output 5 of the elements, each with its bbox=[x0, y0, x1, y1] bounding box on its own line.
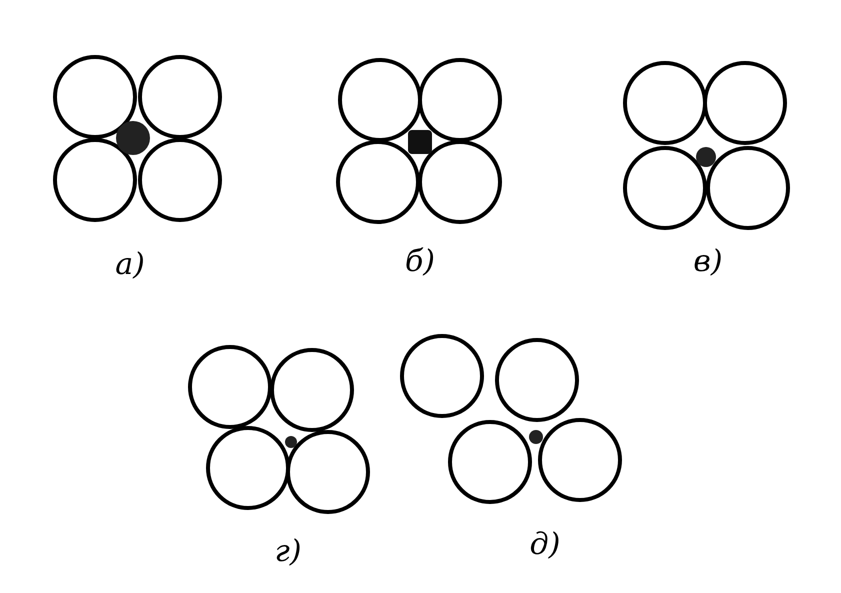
panel-label: а) bbox=[115, 250, 145, 280]
panel-label: д) bbox=[530, 530, 560, 560]
panel-label: г) bbox=[274, 537, 302, 567]
panel-label: б) bbox=[405, 247, 435, 277]
panel-label: в) bbox=[693, 247, 723, 277]
